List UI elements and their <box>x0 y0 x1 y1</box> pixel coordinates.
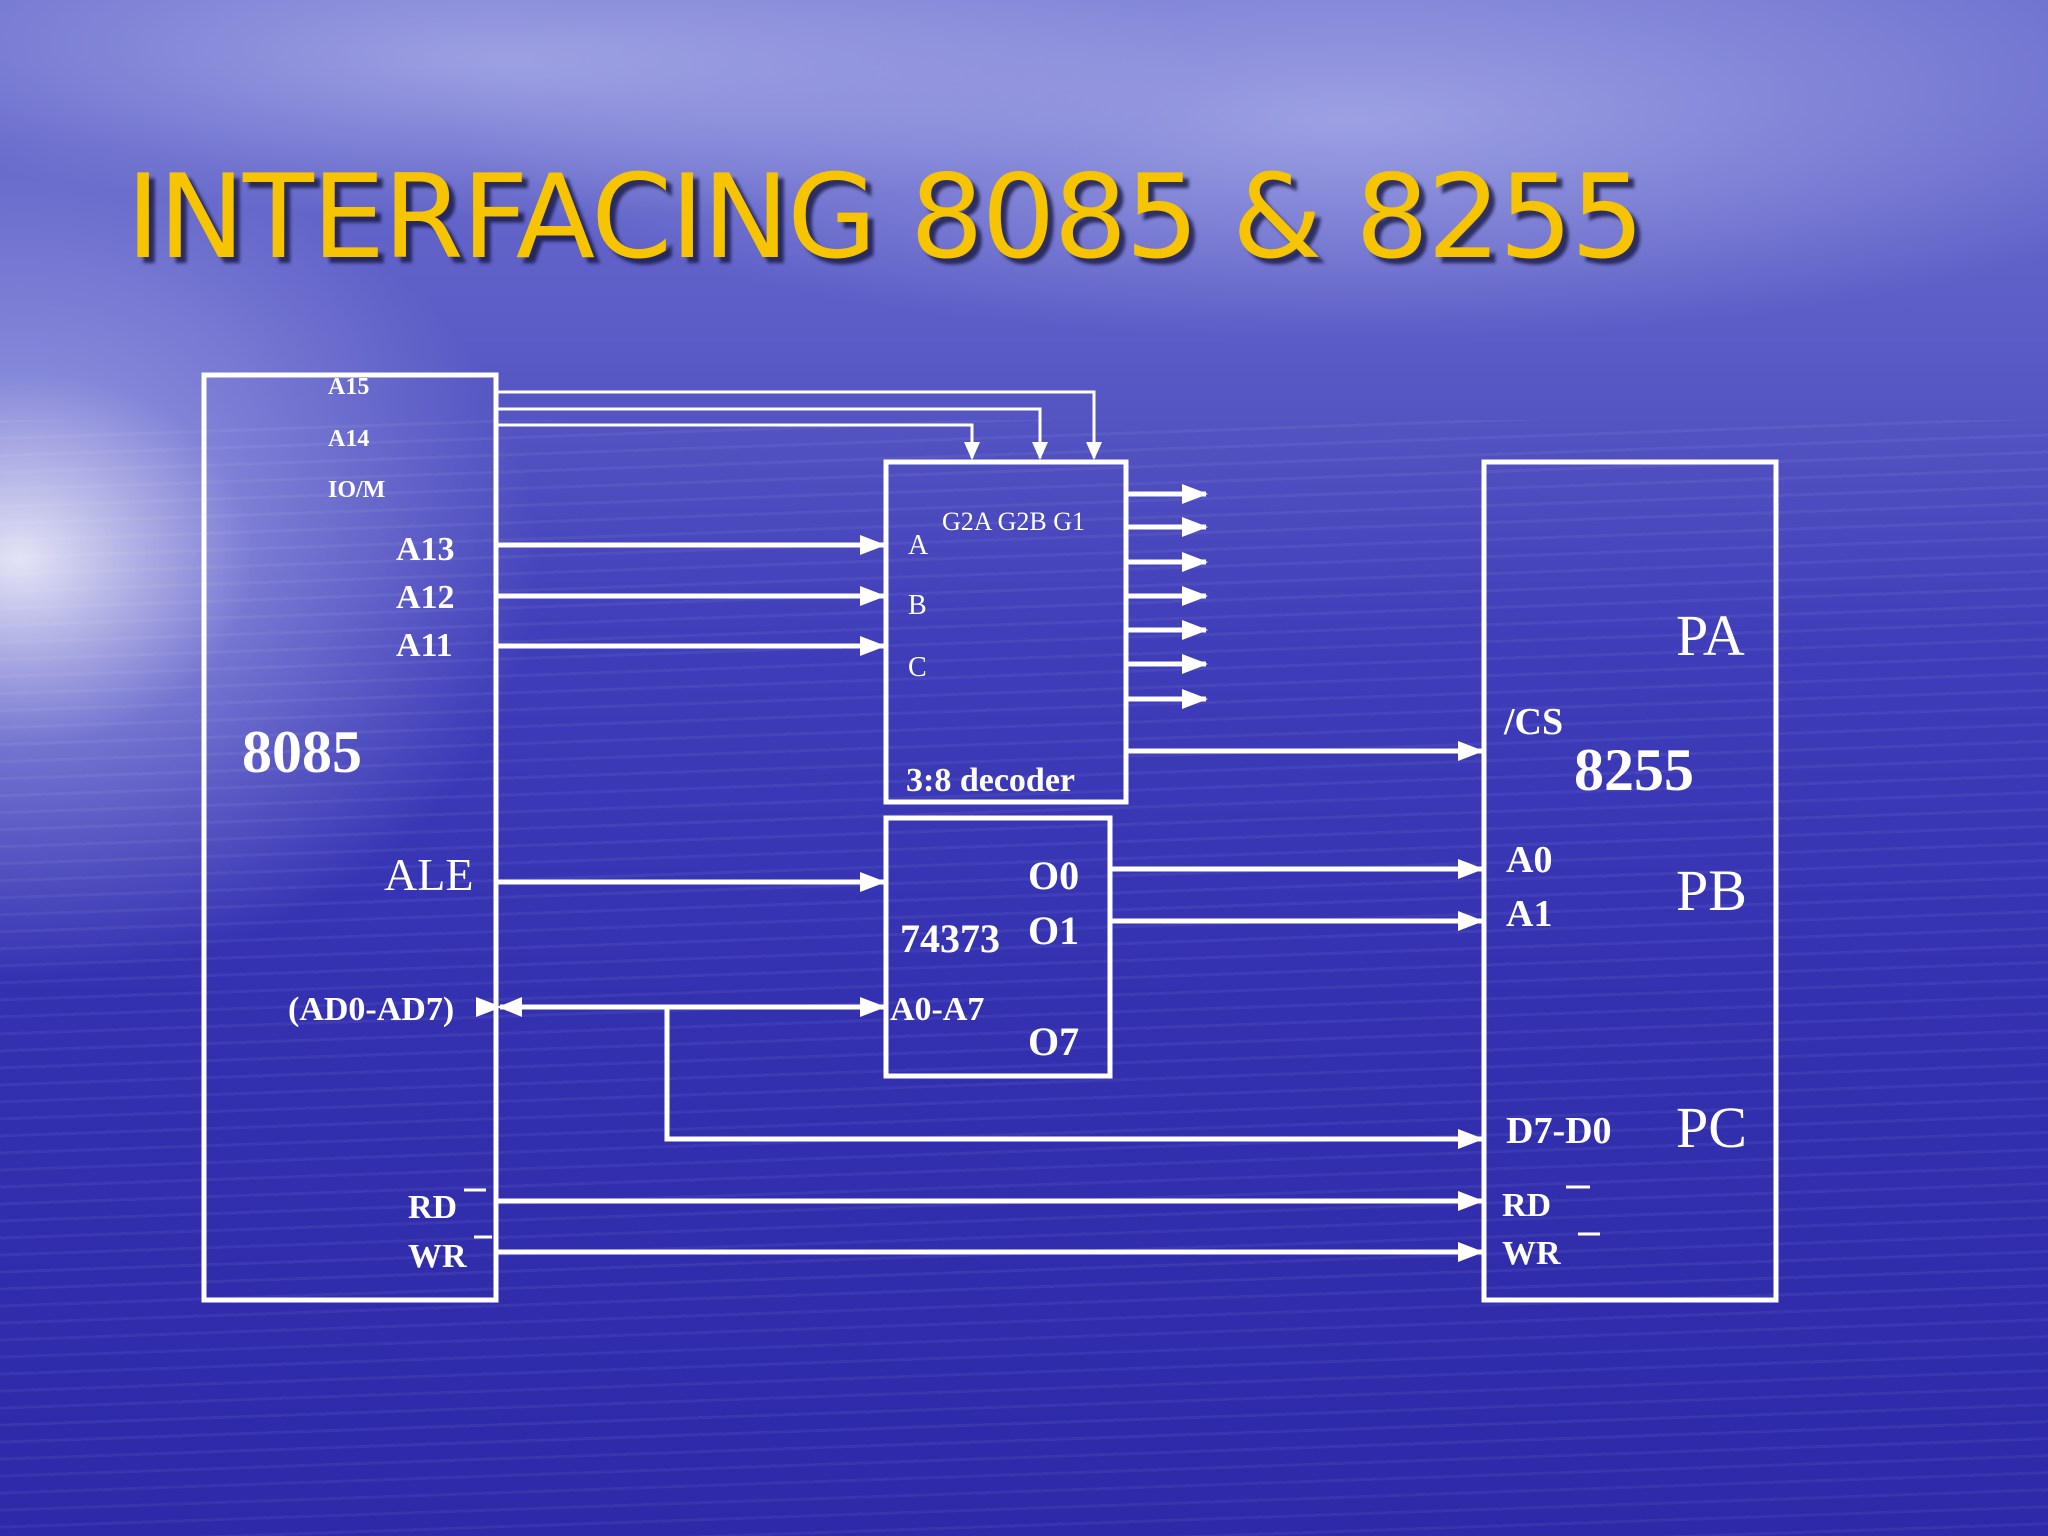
cpu-8085-box <box>201 372 499 1303</box>
decoder-input-a: A <box>908 530 929 561</box>
cpu-pin-a14: A14 <box>328 426 369 452</box>
data-bus-to-8255-wire <box>664 1007 1484 1149</box>
a14-to-g2b-wire <box>496 407 1048 460</box>
latch-name-label: 74373 <box>900 916 1000 961</box>
cpu-pin-ale: ALE <box>384 849 473 900</box>
ppi-port-pc: PC <box>1676 1095 1747 1160</box>
ppi-pin-rd: RD <box>1502 1187 1551 1224</box>
ppi-pin-wr: WR <box>1502 1235 1561 1272</box>
cpu-pin-wr: WR <box>408 1238 467 1275</box>
ppi-pin-a0: A0 <box>1506 839 1552 881</box>
cpu-pin-rd: RD <box>408 1189 457 1226</box>
ad-bus-left-arrowhead <box>498 997 522 1017</box>
ppi-name-label: 8255 <box>1574 737 1694 803</box>
a15-to-g1-wire <box>496 390 1102 460</box>
cpu-name-label: 8085 <box>242 719 362 785</box>
cpu-pin-a13: A13 <box>396 531 455 568</box>
cpu-pin-ad-bus: (AD0-AD7) <box>288 991 454 1028</box>
decoder-enable-labels: G2A G2B G1 <box>942 507 1085 536</box>
cpu-pin-a11: A11 <box>396 627 453 664</box>
decoder-input-b: B <box>908 590 927 621</box>
ppi-port-pa: PA <box>1676 603 1745 668</box>
cpu-pin-a15: A15 <box>328 374 369 400</box>
latch-output-o1: O1 <box>1028 908 1079 953</box>
latch-output-o0: O0 <box>1028 853 1079 898</box>
latch-output-o7: O7 <box>1028 1019 1079 1064</box>
ppi-pin-a1: A1 <box>1506 893 1552 935</box>
cpu-pin-iom: IO/M <box>328 477 385 503</box>
ppi-pin-cs: /CS <box>1503 701 1563 743</box>
iom-to-g2a-wire <box>496 423 980 460</box>
latch-74373-box <box>883 815 1113 1079</box>
ppi-port-pb: PB <box>1676 858 1747 923</box>
ppi-8255-box <box>1481 459 1779 1303</box>
cpu-pin-a12: A12 <box>396 579 455 616</box>
decoder-name-label: 3:8 decoder <box>906 762 1075 799</box>
decoder-input-c: C <box>908 652 927 683</box>
slide-title: INTERFACING 8085 & 8255 <box>126 150 1644 285</box>
latch-input-label: A0-A7 <box>890 991 984 1028</box>
background-waves <box>0 420 2048 1536</box>
ppi-pin-data: D7-D0 <box>1506 1110 1612 1152</box>
